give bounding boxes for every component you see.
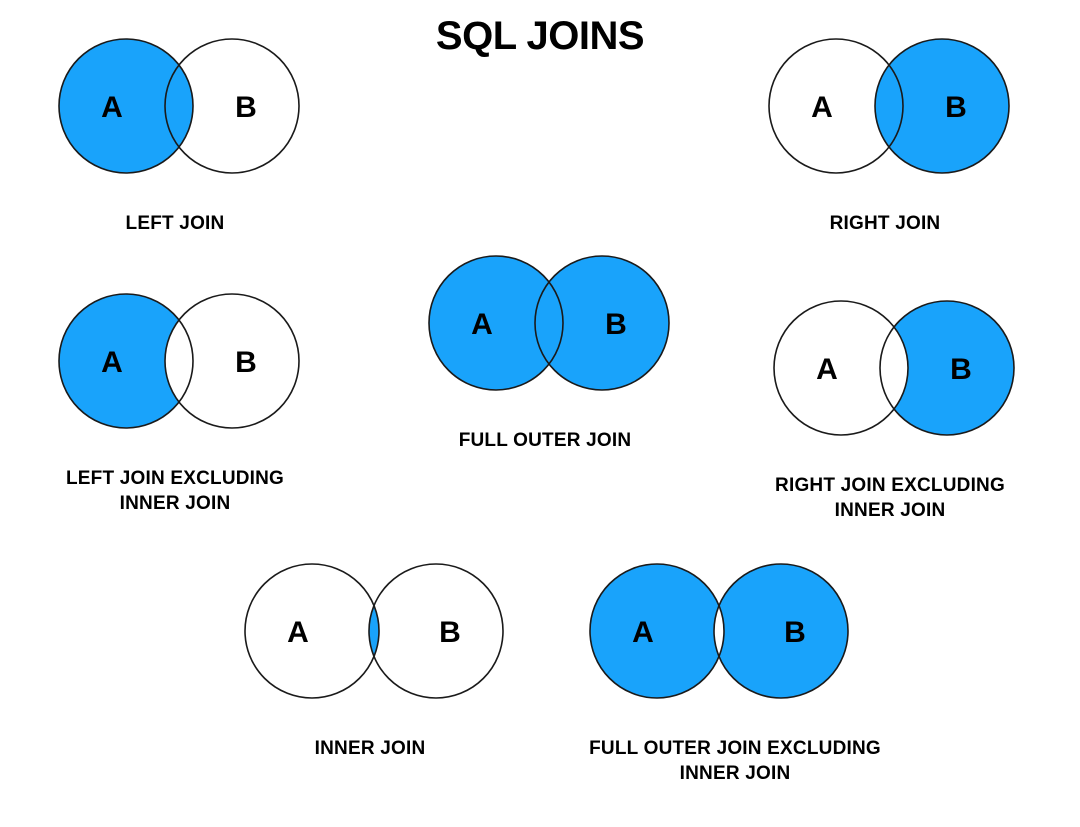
svg-text:B: B bbox=[945, 91, 967, 124]
svg-text:A: A bbox=[101, 346, 123, 379]
diagram-label: INNER JOIN bbox=[314, 738, 426, 759]
svg-text:B: B bbox=[605, 308, 627, 341]
svg-text:A: A bbox=[471, 308, 493, 341]
diagram-label: FULL OUTER JOIN EXCLUDING INNER JOIN bbox=[589, 738, 881, 784]
svg-text:B: B bbox=[439, 616, 461, 649]
svg-text:A: A bbox=[632, 616, 654, 649]
svg-text:B: B bbox=[784, 616, 806, 649]
diagram-label: FULL OUTER JOIN bbox=[458, 430, 632, 451]
page-title: SQL JOINS bbox=[435, 14, 645, 58]
svg-text:B: B bbox=[235, 91, 257, 124]
diagram-label: LEFT JOIN bbox=[125, 213, 225, 234]
svg-text:B: B bbox=[950, 353, 972, 386]
svg-text:A: A bbox=[816, 353, 838, 386]
svg-text:B: B bbox=[235, 346, 257, 379]
svg-text:A: A bbox=[287, 616, 309, 649]
svg-text:A: A bbox=[101, 91, 123, 124]
diagram-label: RIGHT JOIN bbox=[829, 213, 941, 234]
diagram-label: RIGHT JOIN EXCLUDING INNER JOIN bbox=[775, 475, 1005, 521]
svg-text:A: A bbox=[811, 91, 833, 124]
diagram-label: LEFT JOIN EXCLUDING INNER JOIN bbox=[65, 468, 285, 514]
